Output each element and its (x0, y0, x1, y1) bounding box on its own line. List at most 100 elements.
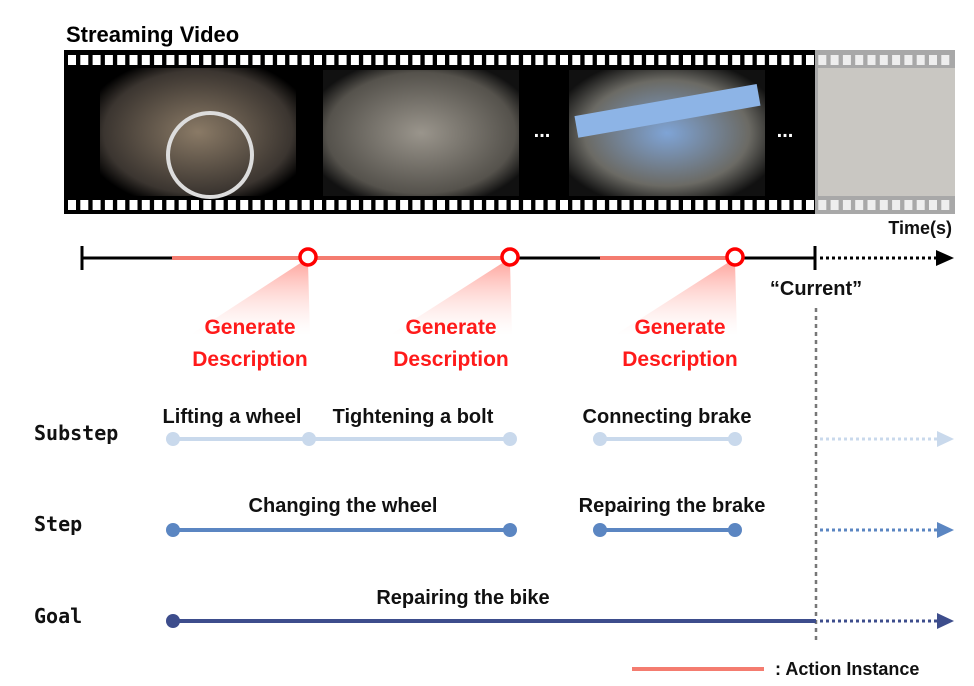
sprocket-hole (670, 55, 679, 65)
sprocket-hole (892, 200, 901, 210)
sprocket-hole (92, 55, 101, 65)
legend: : Action Instance (632, 659, 919, 679)
goal-label: Repairing the bike (376, 587, 549, 609)
sprocket-hole (338, 55, 347, 65)
description-label-3: Description (622, 348, 738, 371)
sprocket-hole (424, 200, 433, 210)
sprocket-hole (412, 200, 421, 210)
sprocket-hole (104, 200, 113, 210)
sprocket-hole (277, 55, 286, 65)
sprocket-hole (842, 55, 851, 65)
sprocket-hole (830, 200, 839, 210)
sprocket-hole (818, 200, 827, 210)
goal-row: Goal Repairing the bike (34, 587, 954, 629)
sprocket-hole (596, 200, 605, 210)
sprocket-hole (375, 55, 384, 65)
sprocket-hole (264, 200, 273, 210)
event-marker (500, 247, 520, 267)
description-label-2: Description (393, 348, 509, 371)
sprocket-hole (732, 200, 741, 210)
sprocket-hole (400, 55, 409, 65)
sprocket-hole (203, 200, 212, 210)
sprocket-hole (806, 55, 814, 65)
sprocket-hole (166, 200, 175, 210)
sprocket-hole (621, 200, 630, 210)
sprocket-hole (80, 200, 89, 210)
diagram-title: Streaming Video (66, 22, 239, 47)
step-label: Changing the wheel (249, 495, 438, 517)
sprocket-hole (892, 55, 901, 65)
sprocket-hole (154, 55, 163, 65)
sprocket-hole (412, 55, 421, 65)
current-label: “Current” (770, 278, 862, 300)
sprocket-hole (227, 55, 236, 65)
step-level-label: Step (34, 512, 82, 536)
sprocket-hole (523, 200, 532, 210)
sprocket-hole (363, 200, 372, 210)
sprocket-hole (80, 55, 89, 65)
sprocket-hole (584, 55, 593, 65)
sprocket-hole (916, 200, 925, 210)
sprocket-hole (904, 200, 913, 210)
sprocket-hole (535, 200, 544, 210)
sprocket-hole (584, 200, 593, 210)
sprocket-hole (363, 55, 372, 65)
sprocket-hole (191, 55, 199, 65)
sprocket-hole (252, 200, 261, 210)
generate-label-3: Generate (634, 316, 725, 339)
sprocket-hole (203, 55, 212, 65)
sprocket-hole (510, 55, 519, 65)
time-arrow-icon (936, 250, 954, 266)
sprocket-hole (744, 200, 753, 210)
sprocket-hole (191, 200, 199, 210)
sprocket-hole (818, 55, 827, 65)
sprocket-hole (68, 55, 76, 65)
sprocket-hole (646, 200, 655, 210)
sprocket-hole (547, 55, 556, 65)
sprocket-hole (178, 55, 187, 65)
sprocket-hole (227, 200, 236, 210)
sprocket-hole (387, 55, 396, 65)
sprocket-hole (855, 200, 864, 210)
sprocket-hole (486, 55, 495, 65)
sprocket-hole (350, 55, 359, 65)
sprocket-hole (941, 55, 950, 65)
sprocket-hole (437, 200, 445, 210)
sprocket-hole (129, 55, 138, 65)
sprocket-hole (916, 55, 925, 65)
sprocket-hole (141, 55, 150, 65)
sprocket-hole (683, 200, 691, 210)
description-cone-1 (190, 262, 310, 335)
sprocket-hole (535, 55, 544, 65)
substep-row: Substep Lifting a wheel Tightening a bol… (34, 406, 954, 447)
film-strip: ... ... (64, 50, 955, 214)
sprocket-hole (437, 55, 445, 65)
time-axis-label: Time(s) (888, 218, 952, 238)
sprocket-hole (572, 55, 581, 65)
timeline (80, 246, 954, 270)
sprocket-hole (215, 55, 224, 65)
sprocket-hole (633, 200, 642, 210)
legend-label: : Action Instance (775, 659, 919, 679)
description-cone-2 (390, 262, 512, 335)
generate-label-1: Generate (204, 316, 295, 339)
sprocket-hole (560, 200, 568, 210)
sprocket-hole (326, 200, 335, 210)
sprocket-hole (732, 55, 741, 65)
sprocket-hole (141, 200, 150, 210)
description-cone-3 (615, 262, 737, 335)
sprocket-hole (314, 55, 322, 65)
sprocket-hole (929, 55, 937, 65)
sprocket-hole (683, 55, 691, 65)
sprocket-hole (756, 200, 765, 210)
sprocket-hole (781, 55, 790, 65)
ellipsis-1: ... (534, 120, 551, 142)
sprocket-hole (670, 200, 679, 210)
sprocket-hole (793, 55, 802, 65)
sprocket-hole (117, 55, 126, 65)
sprocket-hole (867, 200, 876, 210)
sprocket-hole (375, 200, 384, 210)
sprocket-hole (609, 200, 618, 210)
sprocket-hole (547, 200, 556, 210)
